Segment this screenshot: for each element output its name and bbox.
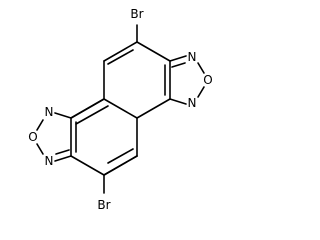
- atom-o-left: O: [28, 130, 37, 144]
- bond: [70, 98, 105, 119]
- bond: [75, 105, 109, 125]
- bond: [55, 149, 70, 155]
- bond: [36, 119, 44, 131]
- bond: [197, 86, 205, 98]
- atom-n-left-upper: N: [45, 105, 54, 119]
- atom-n-right-lower: N: [188, 96, 197, 110]
- atom-labels: Br N O N N O N Br: [28, 7, 212, 212]
- bond: [169, 55, 187, 62]
- bond: [136, 41, 171, 62]
- atom-br-bottom: Br: [97, 198, 110, 212]
- bonds-final: [36, 24, 205, 194]
- bond: [54, 112, 72, 119]
- bond: [103, 98, 138, 119]
- atom-o-right: O: [203, 73, 212, 87]
- structure-drawing-final: Br N O N N O N Br: [28, 7, 213, 212]
- bond: [197, 62, 205, 74]
- bond: [171, 62, 186, 68]
- atom-n-left-lower: N: [45, 154, 54, 168]
- bond: [103, 155, 138, 176]
- bond: [107, 148, 134, 164]
- bond: [103, 41, 138, 62]
- bond: [169, 98, 187, 105]
- bond: [70, 155, 105, 176]
- bond: [36, 143, 44, 155]
- atom-br-top: Br: [130, 7, 143, 21]
- molecule-structure: Br N O N N O N Br: [8, 7, 213, 212]
- bond: [136, 98, 171, 119]
- atom-n-right-upper: N: [188, 50, 197, 64]
- bond: [54, 155, 72, 162]
- bond: [107, 49, 134, 65]
